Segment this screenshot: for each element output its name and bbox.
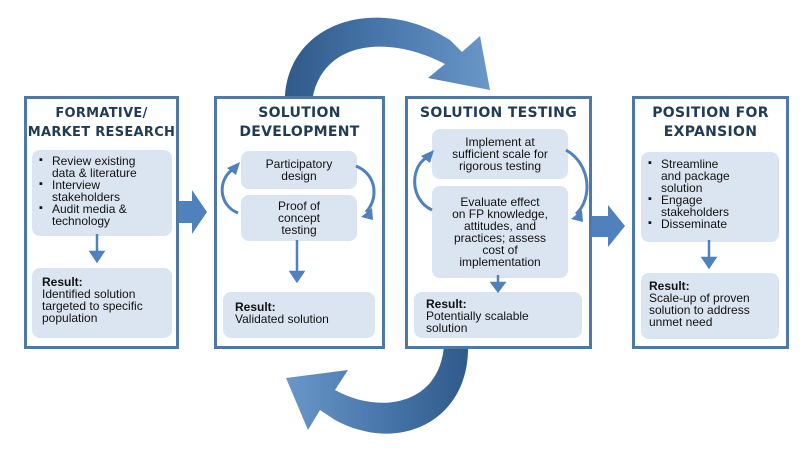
step-box: Proof of concept testing [241,195,357,241]
result-label: Result: [426,297,467,311]
bullet-item: Interview stakeholders [36,178,168,203]
stage-title: SOLUTION TESTING [420,105,577,121]
bullet-item: Audit media & technology [36,202,168,227]
result-box: Result: Scale-up of proven solution to a… [641,273,779,339]
bottom-cycle-arrow [286,345,469,434]
top-cycle-arrow [285,17,490,96]
bullet-item: Engage stakeholders [645,193,775,218]
stage-position-for-expansion: POSITION FOR EXPANSION Streamline and pa… [632,96,789,349]
result-label: Result: [42,275,83,289]
bullet-item: Review existing data & literature [36,154,168,179]
result-text: Identified solution targeted to specific… [42,287,143,325]
bullet-item: Streamline and package solution [645,157,775,194]
activities-box: Streamline and package solution Engage s… [641,152,779,242]
result-text: Validated solution [235,312,329,326]
activities-box: Review existing data & literature Interv… [32,150,172,236]
step-box: Participatory design [241,151,357,189]
result-box: Result: Validated solution [223,292,375,338]
stage-title: FORMATIVE/ MARKET RESEARCH [27,106,176,140]
result-text: Scale-up of proven solution to address u… [649,291,750,329]
result-text: Potentially scalable solution [426,309,529,335]
step-box: Implement at sufficient scale for rigoro… [432,129,568,179]
result-box: Result: Potentially scalable solution [414,292,582,338]
stage-title: SOLUTION DEVELOPMENT [239,105,360,140]
stage-title: POSITION FOR EXPANSION [652,105,769,140]
stage-solution-testing: SOLUTION TESTING Implement at sufficient… [405,96,592,349]
result-label: Result: [235,300,276,314]
step-box: Evaluate effect on FP knowledge, attitud… [432,186,568,278]
stage-formative-research: FORMATIVE/ MARKET RESEARCH Review existi… [24,96,179,349]
result-label: Result: [649,279,690,293]
bullet-item: Disseminate [645,217,775,230]
result-box: Result: Identified solution targeted to … [32,268,172,338]
stage-solution-development: SOLUTION DEVELOPMENT Participatory desig… [214,96,385,349]
